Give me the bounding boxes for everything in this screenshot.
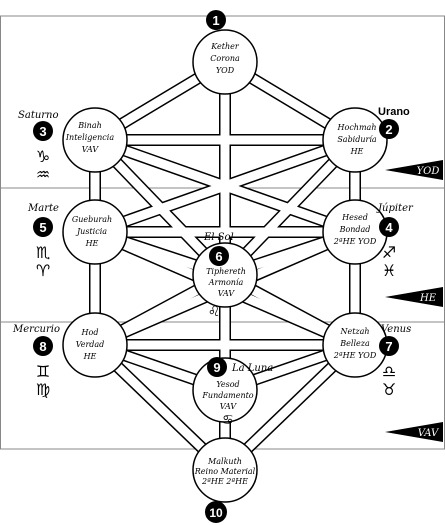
sefira-8-text: Hod Verdad HE: [76, 328, 105, 361]
band-label-yod: YOD: [417, 166, 440, 177]
badge-3: 3: [33, 121, 53, 141]
sefira-10-title: Reino Material: [194, 467, 256, 476]
sefira-8-name: Hod: [81, 328, 99, 337]
sign-marte: ♏♈: [36, 243, 50, 280]
sign-venus: ♎♉: [382, 362, 396, 399]
sefira-5-text: Gueburah Justicia HE: [72, 215, 112, 248]
sefira-7-title: Belleza: [339, 339, 370, 348]
sign-jupiter: ♐♓: [382, 243, 396, 280]
badge-7: 7: [379, 336, 399, 356]
band-arrow-yod: [385, 160, 443, 180]
sefira-5-circle: [62, 199, 128, 265]
badge-1-number: 1: [212, 13, 219, 28]
sefira-8-title: Verdad: [76, 340, 105, 349]
sefira-7-text: Netzah Belleza 2ªHE YOD: [333, 327, 377, 360]
sefira-4-text: Hesed Bondad 2ªHE YOD: [333, 213, 377, 246]
badge-5-number: 5: [39, 220, 46, 235]
planet-mercurio: Mercurio: [12, 324, 60, 335]
sefira-6-circle: [192, 242, 258, 308]
band-label-he: HE: [419, 293, 437, 304]
planet-la-luna: La Luna: [231, 363, 273, 374]
band-arrow-he: [385, 287, 443, 307]
sefira-6-sign: ♌: [208, 304, 221, 320]
sefira-3-text: Binah Inteligencia VAV: [65, 121, 114, 154]
sign-saturno: ♑♒: [36, 147, 50, 184]
badge-10: 10: [205, 501, 227, 523]
band-label-vav: VAV: [418, 428, 440, 439]
planet-labels: Saturno Urano Marte Júpiter El Sol Mercu…: [12, 106, 414, 374]
sefira-5-title: Justicia: [75, 227, 107, 236]
badge-4-number: 4: [385, 220, 393, 235]
sefira-1-circle: [192, 29, 258, 95]
sefira-5-name: Gueburah: [72, 215, 112, 224]
band-arrows: YOD HE VAV: [385, 160, 443, 442]
planet-jupiter: Júpiter: [376, 203, 414, 214]
badge-6: 6: [209, 246, 229, 266]
sefira-3-letter: VAV: [82, 145, 100, 154]
sefira-2-letter: HE: [350, 147, 364, 156]
badge-9-number: 9: [213, 360, 220, 375]
band-arrow-vav: [385, 422, 443, 442]
sefira-1-letter: YOD: [216, 66, 235, 75]
sefira-1-title: Corona: [210, 54, 240, 63]
sefira-9-text: Yesod Fundamento VAV ♋: [201, 380, 253, 428]
sefira-2-circle: [322, 107, 388, 173]
badge-2-number: 2: [385, 122, 392, 137]
sefira-6-text: Tiphereth Armonía VAV ♌: [206, 267, 246, 320]
badge-2: 2: [379, 119, 399, 139]
sefira-9-title: Fundamento: [201, 391, 253, 400]
sefira-1-text: Kether Corona YOD: [210, 42, 240, 75]
sefira-2-text: Hochmah Sabiduría HE: [337, 123, 377, 156]
sefira-7-letter: 2ªHE YOD: [333, 351, 377, 360]
sefira-9-sign: ♋: [222, 413, 234, 428]
badge-8-number: 8: [39, 339, 46, 354]
badge-3-number: 3: [39, 124, 46, 139]
badge-6-number: 6: [215, 249, 222, 264]
sefira-2-name: Hochmah: [337, 123, 377, 132]
zodiac-signs: ♑♒ ♐♓ ♏♈ ♎♉ ♊♍: [36, 147, 396, 399]
badge-10-number: 10: [209, 506, 223, 520]
sefira-circles: [62, 29, 388, 503]
sefira-6-name: Tiphereth: [206, 267, 246, 276]
sefira-7-name: Netzah: [339, 327, 369, 336]
sefira-8-letter: HE: [83, 352, 97, 361]
badge-4: 4: [379, 217, 399, 237]
planet-marte: Marte: [27, 203, 59, 214]
sefira-10-circle: [192, 437, 258, 503]
sefira-4-name: Hesed: [341, 213, 368, 222]
number-badges: 1 2 3 4 5 6 7 8: [33, 10, 399, 523]
sefira-3-circle: [62, 107, 128, 173]
badge-7-number: 7: [385, 339, 392, 354]
sefira-8-circle: [62, 312, 128, 378]
sign-mercurio: ♊♍: [36, 362, 50, 399]
planet-el-sol: El Sol: [203, 232, 234, 243]
sefira-10-text: Malkuth Reino Material 2ªHE 2ªHE: [194, 457, 256, 486]
sefira-3-name: Binah: [77, 121, 102, 130]
sefira-3-title: Inteligencia: [65, 133, 114, 142]
badge-5: 5: [33, 217, 53, 237]
badge-9: 9: [207, 357, 227, 377]
badge-8: 8: [33, 336, 53, 356]
sefira-6-title: Armonía: [208, 278, 244, 287]
sefira-6-letter: VAV: [218, 289, 236, 298]
sefira-4-letter: 2ªHE YOD: [333, 237, 377, 246]
planet-saturno: Saturno: [18, 110, 59, 121]
sefira-9-name: Yesod: [216, 380, 239, 389]
badge-1: 1: [206, 10, 226, 30]
sefira-5-letter: HE: [85, 239, 99, 248]
sefira-4-title: Bondad: [339, 225, 371, 234]
sefira-1-name: Kether: [210, 42, 240, 51]
sefira-2-title: Sabiduría: [337, 135, 377, 144]
planet-venus: Venus: [381, 324, 411, 335]
sefira-10-letter: 2ªHE 2ªHE: [201, 477, 248, 486]
sefira-9-circle: [192, 357, 258, 423]
sefira-10-name: Malkuth: [207, 457, 242, 466]
sefira-9-letter: VAV: [220, 402, 238, 411]
planet-urano: Urano: [378, 106, 410, 118]
